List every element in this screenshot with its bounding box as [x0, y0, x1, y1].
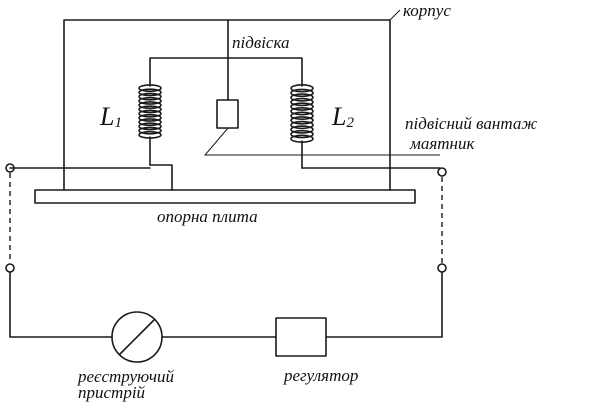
coil-winding [290, 111, 314, 121]
housing-frame [63, 19, 391, 191]
weight-label-line2: маятник [409, 134, 475, 153]
coil-winding [290, 116, 314, 125]
pendulum-weight [216, 99, 239, 129]
suspension-label: підвіска [232, 33, 290, 52]
coil-winding [138, 84, 162, 93]
coil-winding [290, 97, 314, 107]
coil-winding [138, 105, 162, 114]
coil-l2-label: L2 [331, 102, 354, 131]
coil-winding [138, 96, 162, 105]
terminal-left-top [5, 163, 15, 173]
weight-leader [203, 127, 440, 156]
coil-winding [138, 101, 162, 110]
coil-winding [138, 122, 162, 131]
coil-winding [138, 130, 162, 139]
coil-winding [290, 93, 314, 102]
coil-winding [290, 134, 314, 143]
coil-l1-label: L1 [99, 102, 122, 131]
circuit-loop [9, 271, 443, 338]
coil-winding [138, 113, 162, 122]
coil-winding [290, 84, 314, 93]
coil-winding [138, 126, 162, 135]
base-plate [34, 189, 416, 204]
terminal-right-top [437, 167, 447, 177]
housing-leader [389, 9, 401, 21]
recorder-label-line1: реєструючий [77, 367, 174, 386]
regulator-label: регулятор [283, 366, 358, 385]
coil-l1 [138, 84, 173, 191]
terminal-left-bottom [5, 263, 15, 273]
recording-device [111, 311, 163, 363]
coil-winding [138, 92, 162, 101]
coil-winding [138, 109, 162, 118]
regulator-box [275, 317, 327, 357]
recorder-label-line2: пристрій [78, 383, 146, 402]
coil-connection-wire [149, 57, 303, 87]
coil-winding [290, 120, 314, 130]
coil-winding [290, 129, 314, 139]
coil-l2 [290, 84, 391, 169]
coil-winding [290, 125, 314, 134]
coil-winding [290, 106, 314, 116]
base-plate-label: опорна плита [157, 207, 258, 226]
terminal-right-bottom [437, 263, 447, 273]
housing-label: корпус [403, 1, 451, 20]
coil-winding [138, 118, 162, 127]
coil-winding [138, 88, 162, 97]
coil-winding [290, 88, 314, 98]
weight-label-line1: підвісний вантаж [405, 114, 537, 133]
coil-winding [290, 102, 314, 111]
